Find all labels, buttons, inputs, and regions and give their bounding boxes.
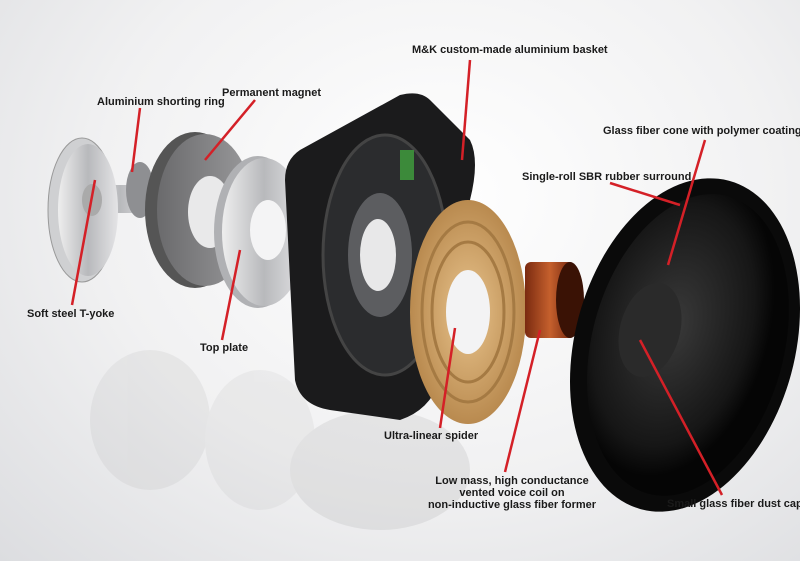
label-cone: Glass fiber cone with polymer coating bbox=[603, 125, 800, 137]
label-top-plate: Top plate bbox=[200, 342, 249, 354]
label-spider: Ultra-linear spider bbox=[384, 430, 479, 442]
label-basket: M&K custom-made aluminium basket bbox=[412, 44, 608, 56]
top-plate bbox=[214, 156, 306, 308]
t-yoke bbox=[47, 137, 155, 283]
label-permanent-magnet: Permanent magnet bbox=[222, 87, 322, 99]
spider bbox=[410, 200, 526, 424]
label-t-yoke: Soft steel T-yoke bbox=[27, 308, 115, 320]
label-voice-coil-line-3: non-inductive glass fiber former bbox=[427, 499, 597, 511]
label-shorting-ring: Aluminium shorting ring bbox=[97, 96, 225, 108]
voice-coil bbox=[525, 262, 584, 338]
leader-lines bbox=[70, 59, 724, 496]
label-surround: Single-roll SBR rubber surround bbox=[522, 171, 692, 183]
cone bbox=[569, 178, 800, 512]
label-voice-coil: Low mass, high conductance vented voice … bbox=[426, 475, 598, 511]
label-dust-cap: Small glass fiber dust cap bbox=[667, 498, 800, 510]
label-voice-coil-line-2: vented voice coil on bbox=[459, 487, 565, 499]
floor-reflection bbox=[90, 350, 470, 530]
label-voice-coil-line-1: Low mass, high conductance bbox=[435, 475, 589, 487]
